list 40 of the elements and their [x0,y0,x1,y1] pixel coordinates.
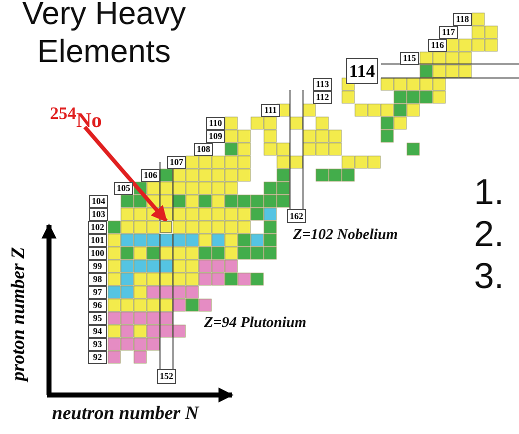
element-number: 117 [439,26,458,39]
list-number: 1. [474,172,504,212]
element-number: 115 [400,52,419,65]
element-number: 98 [88,273,107,286]
element-number: 152 [157,369,176,384]
list-number: 3. [474,256,504,296]
element-number: 105 [114,182,133,195]
arrow [83,126,168,222]
element-number: 107 [167,156,186,169]
element-number: 114 [346,58,378,84]
element-number: 93 [88,338,107,351]
axis-label: neutron number N [52,403,199,425]
element-number: 101 [88,234,107,247]
element-number: 112 [313,91,332,104]
list-number: 2. [474,214,504,254]
element-number: 109 [206,130,225,143]
axis-label: proton number Z [8,246,30,384]
element-number: 108 [194,143,213,156]
annotation-text: Z=102 Nobelium [293,226,398,244]
element-number: 100 [88,247,107,260]
element-number: 118 [453,13,472,26]
element-number: 97 [88,286,107,299]
element-number: 110 [206,117,225,130]
element-number: 106 [141,169,160,182]
nuclide-cell [160,221,172,234]
element-number: 113 [313,78,332,91]
element-number: 103 [89,208,108,221]
element-number: 111 [261,104,280,117]
element-number: 94 [88,325,107,338]
element-number: 92 [88,351,107,364]
annotation-text: Z=94 Plutonium [204,314,306,332]
slide-title: Very Heavy Elements [21,0,187,70]
element-number: 95 [88,312,107,325]
element-number: 162 [287,209,306,223]
nuclide-label: $^{254}$No [50,100,102,133]
element-number: 104 [89,195,108,208]
element-number: 96 [88,299,107,312]
element-number: 102 [88,221,107,234]
element-number: 99 [88,260,107,273]
element-number: 116 [428,39,447,52]
